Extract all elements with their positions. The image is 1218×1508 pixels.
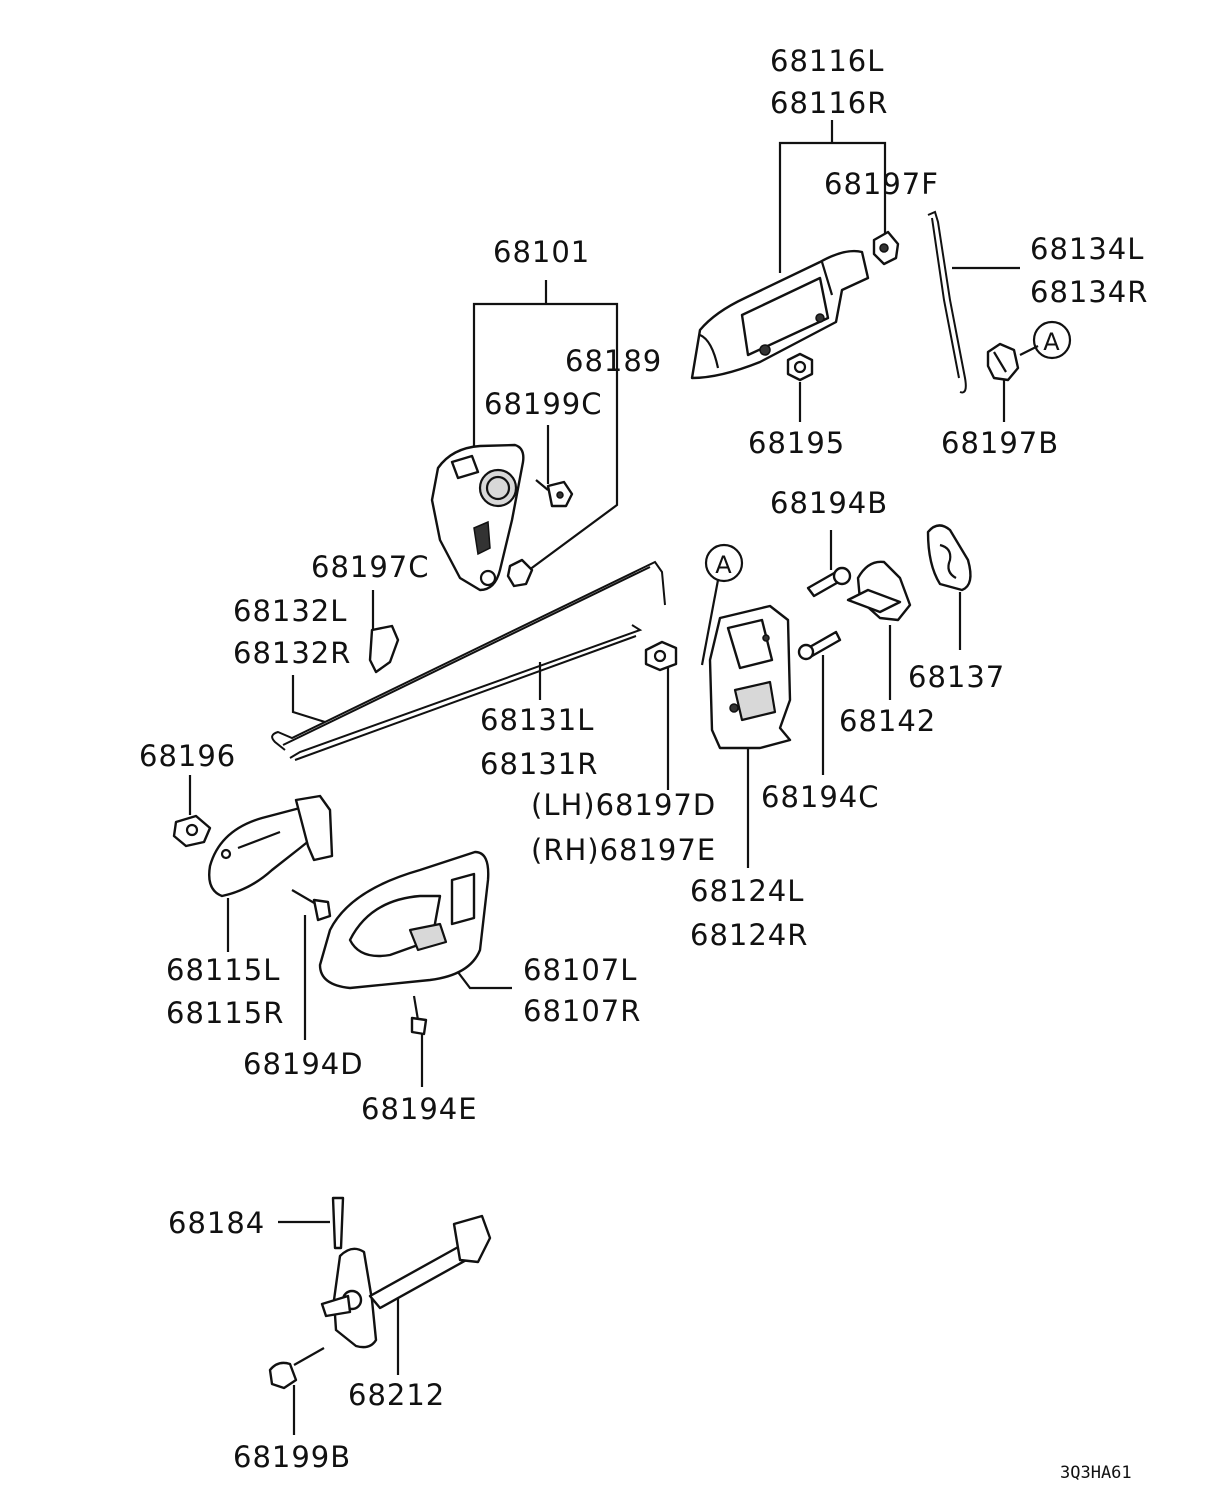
callout-a-upper-letter: A [1043, 328, 1060, 356]
label-68194D: 68194D [243, 1047, 364, 1081]
door-latch-68124-part [708, 604, 792, 750]
drawing-code: 3Q3HA61 [1060, 1463, 1132, 1483]
label-68197E: (RH)68197E [531, 833, 716, 867]
label-68132R: 68132R [233, 636, 351, 670]
screw-68194e-part [410, 995, 428, 1036]
label-68184: 68184 [168, 1206, 265, 1240]
rods-68131-68132-part [271, 560, 666, 761]
label-68199C: 68199C [484, 387, 603, 421]
clip-68197b-part [986, 342, 1020, 382]
bolt-68199b-part [268, 1347, 325, 1390]
screw-68194d-part [291, 889, 332, 922]
screw-68194b-part [806, 566, 852, 598]
label-68194C: 68194C [761, 780, 880, 814]
clip-68189-part [506, 558, 534, 588]
clip-68197d-part [644, 640, 678, 672]
label-68107R: 68107R [523, 994, 641, 1028]
label-68199B: 68199B [233, 1440, 351, 1474]
label-68142: 68142 [839, 704, 936, 738]
label-68196: 68196 [139, 739, 236, 773]
label-68124R: 68124R [690, 918, 808, 952]
label-68116R: 68116R [770, 86, 888, 120]
part-labels: 68116L 68116R 68197F 68134L 68134R 68101… [139, 44, 1148, 1483]
callout-a-upper: A [1032, 320, 1072, 360]
bolt-68199c-part [535, 479, 574, 508]
rod-68134-part [927, 210, 967, 394]
label-68115L: 68115L [166, 953, 280, 987]
striker-68142-part [846, 560, 912, 622]
outside-handle-part [690, 249, 870, 380]
bezel-68107-part [318, 850, 490, 990]
label-68194B: 68194B [770, 486, 888, 520]
shim-68137-part [926, 524, 972, 592]
label-68131R: 68131R [480, 747, 598, 781]
label-68134R: 68134R [1030, 275, 1148, 309]
label-68101: 68101 [493, 235, 590, 269]
nut-68195-part [786, 352, 814, 382]
label-68194E: 68194E [361, 1092, 478, 1126]
label-68197B: 68197B [941, 426, 1059, 460]
label-68195: 68195 [748, 426, 845, 460]
label-68197F: 68197F [824, 167, 939, 201]
label-68115R: 68115R [166, 996, 284, 1030]
label-68131L: 68131L [480, 703, 594, 737]
label-68189: 68189 [565, 344, 662, 378]
screw-68194c-part [797, 630, 842, 661]
callout-a-lower-letter: A [715, 551, 732, 579]
callout-a-lower: A [704, 543, 744, 583]
label-68116L: 68116L [770, 44, 884, 78]
clip-68196-part [172, 814, 212, 848]
pin-68184-part [331, 1196, 345, 1250]
label-68137: 68137 [908, 660, 1005, 694]
door-check-68212-part [320, 1214, 492, 1349]
lock-housing-part [430, 443, 525, 592]
label-68124L: 68124L [690, 874, 804, 908]
label-68107L: 68107L [523, 953, 637, 987]
label-68132L: 68132L [233, 594, 347, 628]
label-68134L: 68134L [1030, 232, 1144, 266]
leader-lines [188, 120, 1039, 1435]
inside-handle-68115-part [208, 794, 334, 898]
label-68197D: (LH)68197D [531, 788, 716, 822]
clip-68197c-part [368, 624, 400, 674]
label-68197C: 68197C [311, 550, 430, 584]
label-68212: 68212 [348, 1378, 445, 1412]
clip-68197f-part [872, 230, 900, 266]
